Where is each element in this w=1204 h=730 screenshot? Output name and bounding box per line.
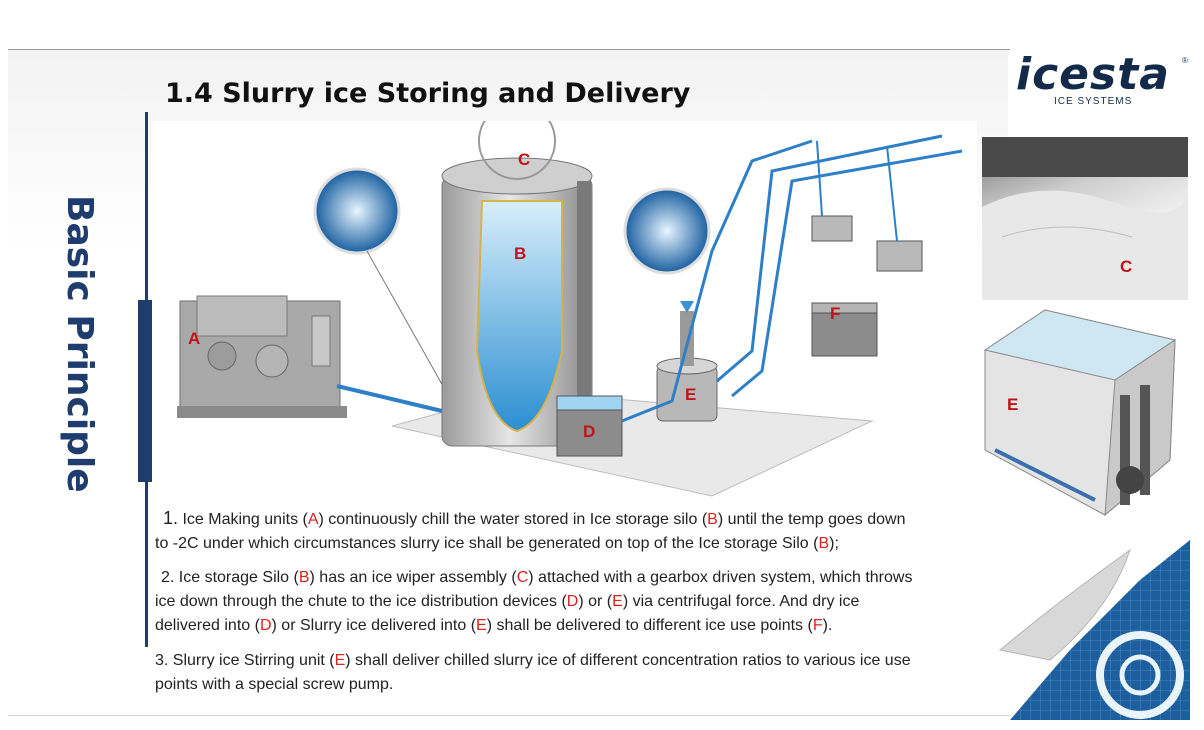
p2-ref-d: D [566, 593, 579, 610]
pipe-to-f1 [716, 134, 943, 383]
paragraph-2: 2. Ice storage Silo (B) has an ice wiper… [155, 566, 912, 638]
side-title: Basic Principle [20, 195, 100, 495]
logo-registered-mark: ® [1182, 56, 1188, 65]
p1-text-4: to -2C under which circumstances slurry … [155, 535, 819, 552]
label-b: B [514, 244, 526, 263]
p2-ref-e2: E [476, 617, 487, 634]
ice-use-point-f [811, 140, 923, 357]
p2-text-2: ) has an ice wiper assembly ( [309, 569, 517, 586]
paragraph-3: 3. Slurry ice Stirring unit (E) shall de… [155, 649, 911, 697]
photo-label-e: E [1007, 395, 1019, 414]
p2-text-7: delivered into ( [155, 617, 260, 634]
p2-text-5: ) or ( [578, 593, 613, 610]
p2-text-10: ). [822, 617, 833, 634]
pipe-silo-to-top [621, 139, 813, 423]
p3-text-2: ) shall deliver chilled slurry ice of di… [345, 652, 911, 669]
p2-text-6: ) via centrifugal force. And dry ice [622, 593, 860, 610]
label-f: F [830, 304, 840, 323]
process-diagram-svg: A B C D E F [177, 102, 963, 497]
stirring-unit-photo-e: E [975, 300, 1195, 540]
photo-label-c: C [1120, 257, 1133, 276]
icesta-logo: icesta ® ICE SYSTEMS [1010, 50, 1196, 110]
p2-ref-e: E [612, 593, 623, 610]
p1-text-1: Ice Making units ( [178, 511, 308, 528]
wiper-photo-drawing [982, 137, 1188, 300]
page-title: 1.4 Slurry ice Storing and Delivery [165, 78, 691, 109]
top-divider [8, 49, 1010, 50]
p3-ref-e: E [334, 652, 346, 669]
distribution-box-d [556, 395, 623, 457]
logo-word: icesta [1016, 49, 1170, 100]
p1-text-2: ) continuously chill the water stored in… [318, 511, 708, 528]
logo-subtitle: ICE SYSTEMS [1054, 96, 1133, 107]
ice-crystal-inset [313, 167, 401, 255]
p1-ref-b2: B [818, 535, 830, 552]
p3-text-3: points with a special screw pump. [155, 676, 394, 693]
ice-storage-silo-b [441, 102, 593, 447]
wiper-photo-c: C [982, 137, 1188, 300]
pipe-to-f2 [731, 149, 963, 398]
p1-ref-b: B [707, 511, 718, 528]
p2-ref-d2: D [259, 617, 272, 634]
p2-text-9: ) shall be delivered to different ice us… [486, 617, 813, 634]
p2-text-1: 2. Ice storage Silo ( [161, 569, 299, 586]
p2-ref-c: C [516, 569, 529, 586]
gear-page-curl-decoration [990, 540, 1190, 720]
label-d: D [583, 422, 595, 441]
p1-ref-a: A [307, 511, 319, 528]
p2-text-3: ) attached with a gearbox driven system,… [528, 569, 913, 586]
paragraph-1: 1. Ice Making units (A) continuously chi… [155, 506, 905, 556]
label-a: A [188, 329, 200, 348]
side-title-text: Basic Principle [59, 195, 100, 493]
ice-granule-inset [623, 187, 711, 275]
p2-text-8: ) or Slurry ice delivered into ( [271, 617, 477, 634]
label-e: E [685, 385, 696, 404]
p3-text-1: 3. Slurry ice Stirring unit ( [155, 652, 335, 669]
stirring-unit-drawing [983, 309, 1177, 517]
side-accent-bar [138, 300, 156, 482]
p1-number: 1. [163, 508, 179, 528]
p2-ref-f: F [812, 617, 823, 634]
pipe-a-to-silo [336, 384, 443, 413]
p1-text-5: ); [829, 535, 839, 552]
process-diagram: A B C D E F [152, 102, 977, 502]
gear-icon [998, 540, 1190, 720]
bottom-divider [8, 715, 1010, 716]
p1-text-3: ) until the temp goes down [717, 511, 906, 528]
ice-making-unit-a [177, 295, 347, 418]
label-c: C [518, 150, 530, 169]
p2-text-4: ice down through the chute to the ice di… [155, 593, 567, 610]
p2-ref-b: B [298, 569, 310, 586]
